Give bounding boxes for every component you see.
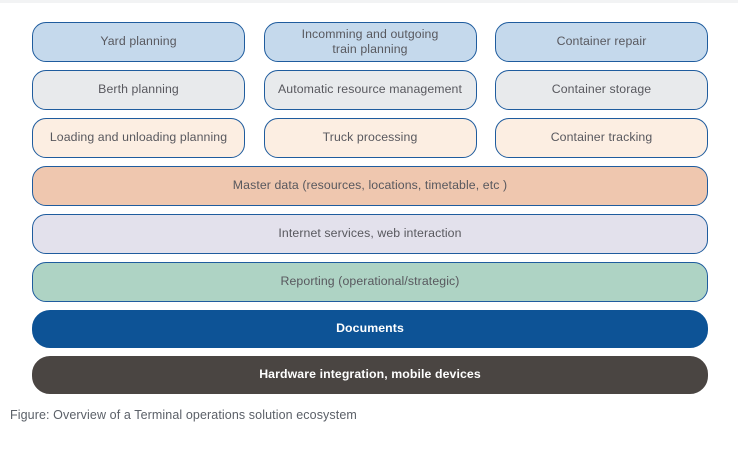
- box-master-data[interactable]: Master data (resources, locations, timet…: [32, 166, 708, 206]
- box-reporting[interactable]: Reporting (operational/strategic): [32, 262, 708, 302]
- box-label: Hardware integration, mobile devices: [259, 367, 481, 382]
- box-loading-unloading-planning[interactable]: Loading and unloading planning: [32, 118, 245, 158]
- diagram-row-resources: Berth planning Automatic resource manage…: [32, 70, 708, 110]
- box-incoming-outgoing-train-planning[interactable]: Incomming and outgoing train planning: [263, 22, 477, 62]
- box-label: Automatic resource management: [277, 82, 463, 97]
- box-container-tracking[interactable]: Container tracking: [495, 118, 708, 158]
- box-label: Incomming and outgoing train planning: [301, 26, 439, 56]
- box-container-storage[interactable]: Container storage: [495, 70, 708, 110]
- top-divider: [0, 0, 738, 3]
- box-label: Container tracking: [550, 130, 653, 145]
- figure-caption: Figure: Overview of a Terminal operation…: [10, 408, 357, 422]
- box-label: Master data (resources, locations, timet…: [232, 178, 508, 193]
- box-label: Yard planning: [100, 34, 177, 49]
- box-label: Loading and unloading planning: [49, 130, 228, 145]
- box-label: Container repair: [556, 34, 647, 49]
- box-label: Container storage: [551, 82, 652, 97]
- box-berth-planning[interactable]: Berth planning: [32, 70, 245, 110]
- diagram-row-operations: Loading and unloading planning Truck pro…: [32, 118, 708, 158]
- box-label: Truck processing: [322, 130, 418, 145]
- box-internet-services[interactable]: Internet services, web interaction: [32, 214, 708, 254]
- box-yard-planning[interactable]: Yard planning: [32, 22, 245, 62]
- box-label: Documents: [336, 321, 404, 336]
- box-container-repair[interactable]: Container repair: [495, 22, 708, 62]
- box-truck-processing[interactable]: Truck processing: [263, 118, 477, 158]
- box-automatic-resource-management[interactable]: Automatic resource management: [263, 70, 477, 110]
- box-label: Berth planning: [98, 82, 179, 97]
- diagram-row-planning: Yard planning Incomming and outgoing tra…: [32, 22, 708, 62]
- box-label: Internet services, web interaction: [278, 226, 462, 241]
- box-hardware-integration[interactable]: Hardware integration, mobile devices: [32, 356, 708, 394]
- terminal-operations-diagram: Yard planning Incomming and outgoing tra…: [32, 22, 708, 402]
- box-documents[interactable]: Documents: [32, 310, 708, 348]
- box-label: Reporting (operational/strategic): [280, 274, 460, 289]
